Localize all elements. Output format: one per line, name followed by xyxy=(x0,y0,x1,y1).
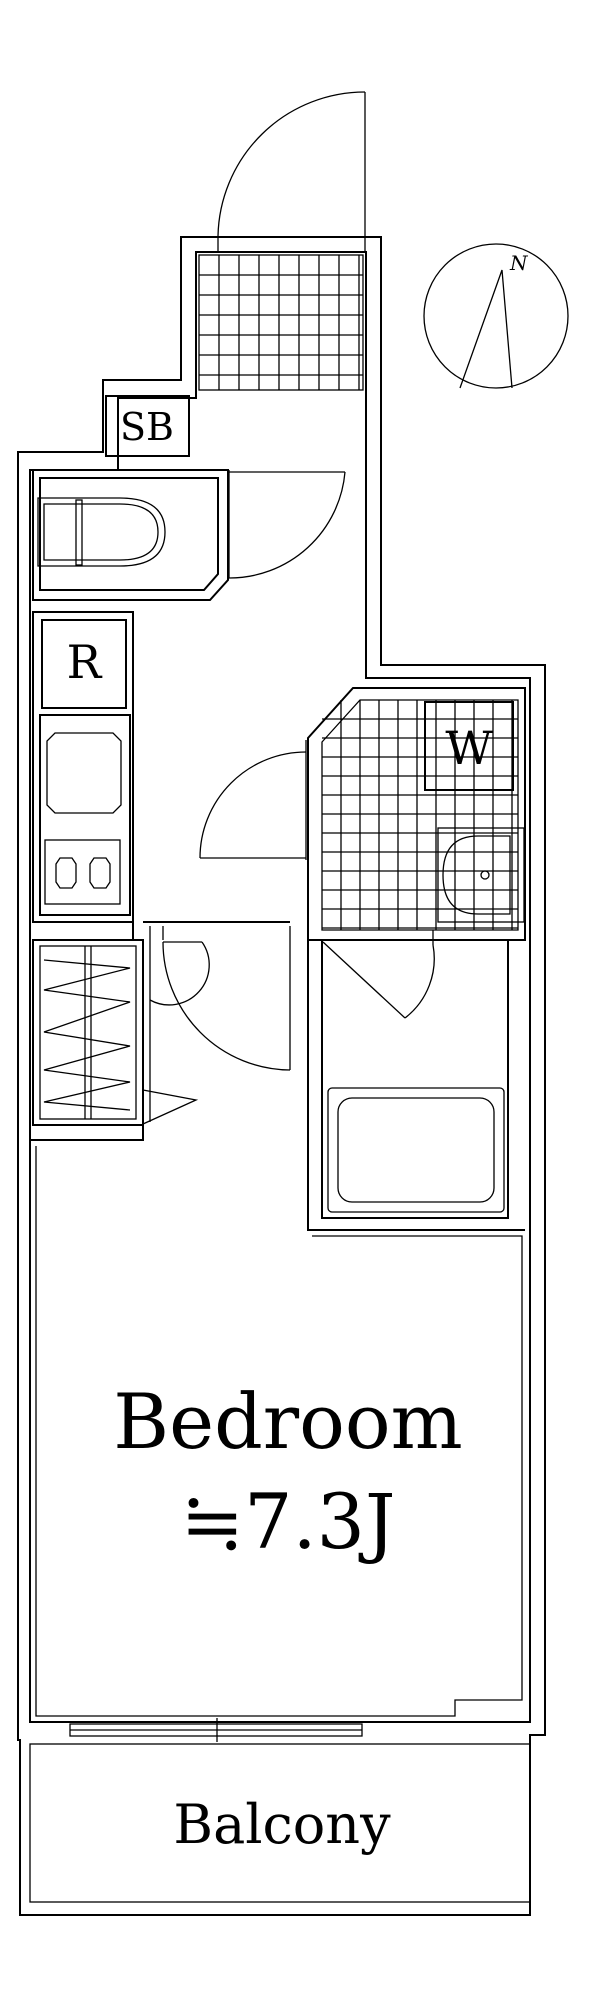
corridor-partition xyxy=(132,921,290,940)
genkan-tile-floor xyxy=(198,254,364,391)
compass-needle-icon xyxy=(459,269,513,389)
bedroom-door[interactable] xyxy=(149,926,291,1122)
bedroom: Bedroom ≒7.3J xyxy=(35,1146,523,1717)
refrigerator-space xyxy=(41,619,127,709)
balcony-window[interactable] xyxy=(69,1718,363,1742)
stove-icon xyxy=(44,839,121,905)
clothes-hanger-zigzag xyxy=(43,959,131,1111)
toilet-door[interactable] xyxy=(228,470,346,579)
inner-wall-outline xyxy=(29,251,531,1723)
outer-wall-outline xyxy=(17,236,546,1916)
north-compass: N xyxy=(423,243,569,389)
sb-label: SB xyxy=(120,405,174,449)
washbasin-icon xyxy=(437,827,525,923)
bathroom-door[interactable] xyxy=(322,930,435,1019)
bedroom-label: Bedroom xyxy=(113,1377,462,1466)
washroom-door[interactable] xyxy=(199,740,307,860)
toilet-icon xyxy=(37,497,166,567)
bedroom-top-wall xyxy=(30,1125,144,1141)
sink-icon xyxy=(46,732,122,814)
closet xyxy=(32,939,199,1126)
toilet-room xyxy=(32,469,346,601)
shoe-box: SB xyxy=(105,395,190,457)
entrance-door[interactable] xyxy=(217,91,366,252)
washing-machine-space xyxy=(424,701,514,791)
washroom: W xyxy=(307,687,526,941)
kitchen: R xyxy=(32,611,134,923)
balcony-label: Balcony xyxy=(173,1793,391,1856)
w-label: W xyxy=(445,721,493,775)
bedroom-size-label: ≒7.3J xyxy=(180,1477,395,1566)
closet-door[interactable] xyxy=(142,1089,199,1125)
r-label: R xyxy=(67,635,103,689)
bathroom xyxy=(307,930,525,1231)
bathtub-icon xyxy=(327,1087,505,1213)
north-label: N xyxy=(509,251,529,275)
balcony: Balcony xyxy=(29,1743,531,1903)
